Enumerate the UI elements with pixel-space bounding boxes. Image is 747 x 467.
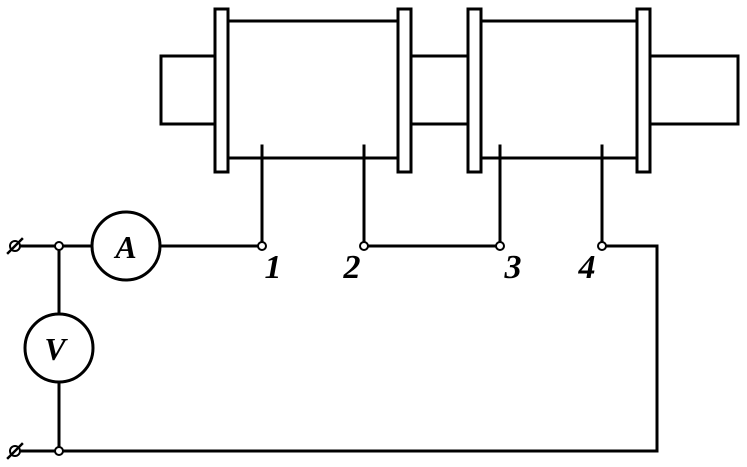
voltmeter-symbol: V [44, 331, 68, 367]
wire-return-path [13, 244, 659, 453]
junction-top [54, 241, 64, 251]
node-1-label: 1 [265, 249, 282, 286]
ammeter-symbol: A [113, 229, 136, 265]
shaft-left-stub [159, 54, 217, 126]
flange-1-right [396, 7, 413, 174]
flange-2-right [635, 7, 652, 174]
ammeter: A [90, 210, 162, 282]
voltmeter: V [23, 312, 95, 384]
flange-1-left [213, 7, 230, 174]
ammeter-circle [90, 210, 162, 282]
flange-2-left [466, 7, 483, 174]
circuit-wiring [13, 244, 659, 453]
input-terminal-top [6, 237, 24, 255]
shaft-assembly [159, 7, 740, 248]
input-terminal-bottom [6, 442, 24, 460]
node-4-terminal [597, 241, 607, 251]
shaft-right-stub [649, 54, 740, 126]
junction-bottom [54, 446, 64, 456]
node-4-label: 4 [578, 249, 596, 286]
voltmeter-circle [23, 312, 95, 384]
node-2-label: 2 [343, 249, 361, 286]
node-2-terminal [359, 241, 369, 251]
node-3-label: 3 [504, 249, 522, 286]
node-3-terminal [495, 241, 505, 251]
node-1-terminal [257, 241, 267, 251]
